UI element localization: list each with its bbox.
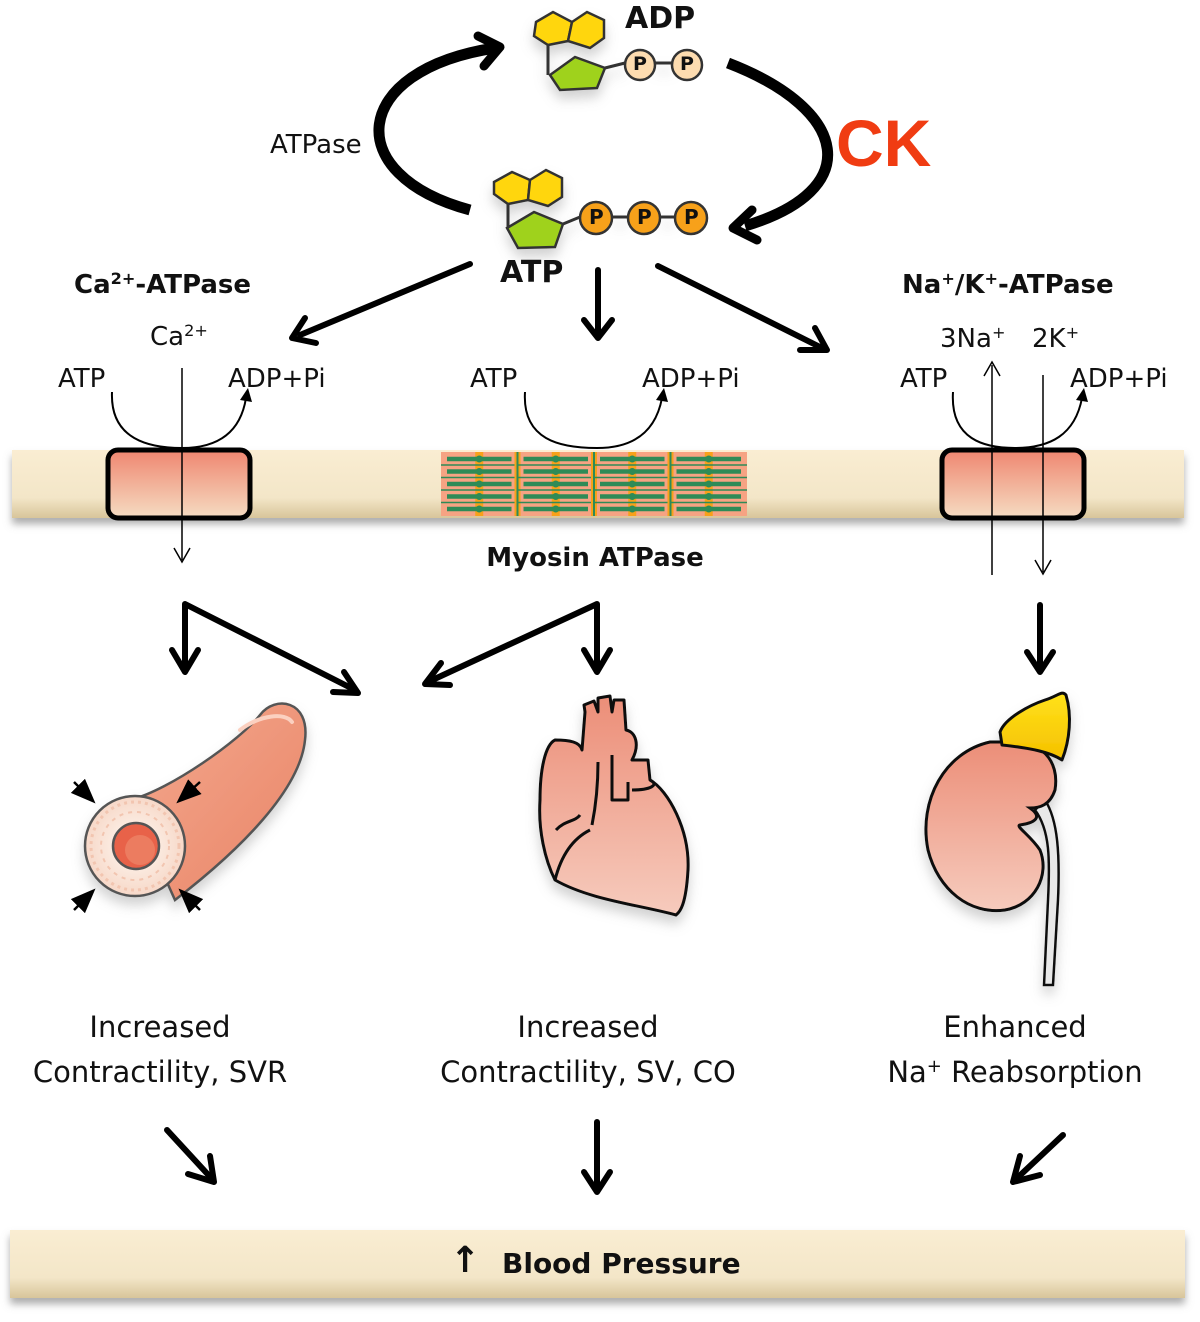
phosphate-p: P bbox=[637, 205, 652, 229]
filament-node bbox=[705, 468, 713, 475]
filament-node bbox=[475, 480, 483, 488]
phosphate-icon bbox=[670, 48, 704, 82]
title-rest: -ATPase bbox=[135, 270, 252, 300]
kidney-effect-text: Enhanced Na+ Reabsorption bbox=[887, 1005, 1142, 1095]
na-k-atpase-title: Na+/K+-ATPase bbox=[902, 269, 1114, 300]
filament-node bbox=[628, 480, 636, 488]
blood-pressure-label: Blood Pressure bbox=[502, 1247, 741, 1280]
myosin-atp-label: ATP bbox=[470, 364, 518, 394]
filament-node bbox=[705, 505, 713, 513]
ca-atpase-pump bbox=[105, 368, 253, 564]
filament-node bbox=[628, 493, 636, 500]
atpase-label: ATPase bbox=[270, 130, 362, 160]
myosin-atpase-title: Myosin ATPase bbox=[486, 543, 704, 573]
phosphate-icon bbox=[673, 200, 709, 236]
blood-pressure-bar bbox=[10, 1230, 1185, 1298]
bp-arrows bbox=[164, 1119, 1066, 1195]
cycle-arrows bbox=[373, 31, 834, 245]
filament-node bbox=[705, 480, 713, 488]
effect-line1: Increased bbox=[517, 1010, 659, 1044]
filament-node bbox=[552, 505, 560, 513]
ion-base: Ca bbox=[150, 322, 185, 352]
adp-phosphates bbox=[623, 48, 704, 82]
ion-sup: + bbox=[991, 323, 1006, 343]
filament-node bbox=[628, 468, 636, 475]
effect-line1: Enhanced bbox=[943, 1010, 1087, 1044]
myosin-sarcomere bbox=[441, 388, 747, 516]
adp-label: ADP bbox=[625, 1, 696, 36]
filament-node bbox=[475, 468, 483, 475]
title-rest: -ATPase bbox=[997, 270, 1114, 300]
filament-node bbox=[475, 455, 483, 463]
constriction-arrows bbox=[70, 778, 204, 914]
ion-sup: 2+ bbox=[184, 321, 208, 341]
ck-cycle-arrow bbox=[726, 57, 834, 232]
line2-sup: + bbox=[926, 1056, 942, 1078]
title-na: Na bbox=[902, 270, 942, 300]
title-sup: + bbox=[984, 269, 998, 289]
filament-node bbox=[475, 493, 483, 500]
effect-line2: Contractility, SVR bbox=[32, 1054, 288, 1089]
atp-label: ATP bbox=[500, 255, 564, 290]
effect-line2: Na+ Reabsorption bbox=[887, 1050, 1142, 1095]
na-k-products-label: ADP+Pi bbox=[1070, 364, 1168, 394]
vessel-effect-text: Increased Contractility, SVR bbox=[33, 1005, 287, 1095]
filament-node bbox=[552, 493, 560, 500]
up-arrow-icon: ↑ bbox=[450, 1240, 481, 1281]
atp-phosphates bbox=[578, 200, 709, 236]
kidney-icon bbox=[924, 691, 1071, 987]
na-k-atpase-pump bbox=[939, 360, 1088, 576]
title-base: Ca bbox=[74, 270, 111, 300]
filament-node bbox=[552, 480, 560, 488]
atp-distribution-arrows bbox=[289, 261, 830, 353]
k-ion-label: 2K+ bbox=[1032, 323, 1080, 354]
filament-node bbox=[705, 455, 713, 463]
phosphate-icon bbox=[578, 200, 614, 236]
title-sup: + bbox=[941, 269, 955, 289]
heart-effect-text: Increased Contractility, SV, CO bbox=[440, 1005, 736, 1095]
effect-line1: Increased bbox=[89, 1010, 231, 1044]
ion-base: 2K bbox=[1032, 324, 1066, 354]
filament-node bbox=[552, 468, 560, 475]
ca-products-label: ADP+Pi bbox=[228, 364, 326, 394]
phosphate-p: P bbox=[684, 205, 699, 229]
blood-vessel-icon bbox=[83, 702, 307, 902]
atpase-cycle-arrow bbox=[373, 42, 496, 216]
heart-icon bbox=[538, 694, 690, 917]
phosphate-p: P bbox=[680, 53, 694, 75]
na-ion-label: 3Na+ bbox=[940, 323, 1006, 354]
ion-sup: + bbox=[1065, 323, 1080, 343]
na-k-atp-label: ATP bbox=[900, 364, 948, 394]
ca-atp-label: ATP bbox=[58, 364, 106, 394]
filament-node bbox=[552, 455, 560, 463]
filament-node bbox=[628, 505, 636, 513]
organ-arrows bbox=[169, 601, 1056, 696]
line2-base: Na bbox=[887, 1054, 927, 1089]
phosphate-p: P bbox=[633, 53, 647, 75]
ion-base: 3Na bbox=[940, 324, 992, 354]
line2-rest: Reabsorption bbox=[941, 1054, 1143, 1089]
title-sup: 2+ bbox=[110, 269, 136, 289]
phosphate-p: P bbox=[589, 205, 604, 229]
adp-molecule-icon bbox=[532, 10, 672, 92]
filament-node bbox=[628, 455, 636, 463]
phosphate-icon bbox=[623, 48, 657, 82]
phosphate-icon bbox=[626, 200, 662, 236]
effect-line2: Contractility, SV, CO bbox=[440, 1054, 736, 1089]
ca-atpase-title: Ca2+-ATPase bbox=[74, 269, 252, 300]
title-sep: / bbox=[954, 270, 965, 300]
title-k: K bbox=[964, 270, 985, 300]
atp-molecule-icon bbox=[492, 168, 675, 250]
ca-ion-label: Ca2+ bbox=[150, 321, 208, 352]
ck-label: CK bbox=[836, 106, 932, 180]
filament-node bbox=[475, 505, 483, 513]
myosin-products-label: ADP+Pi bbox=[642, 364, 740, 394]
filament-node bbox=[705, 493, 713, 500]
